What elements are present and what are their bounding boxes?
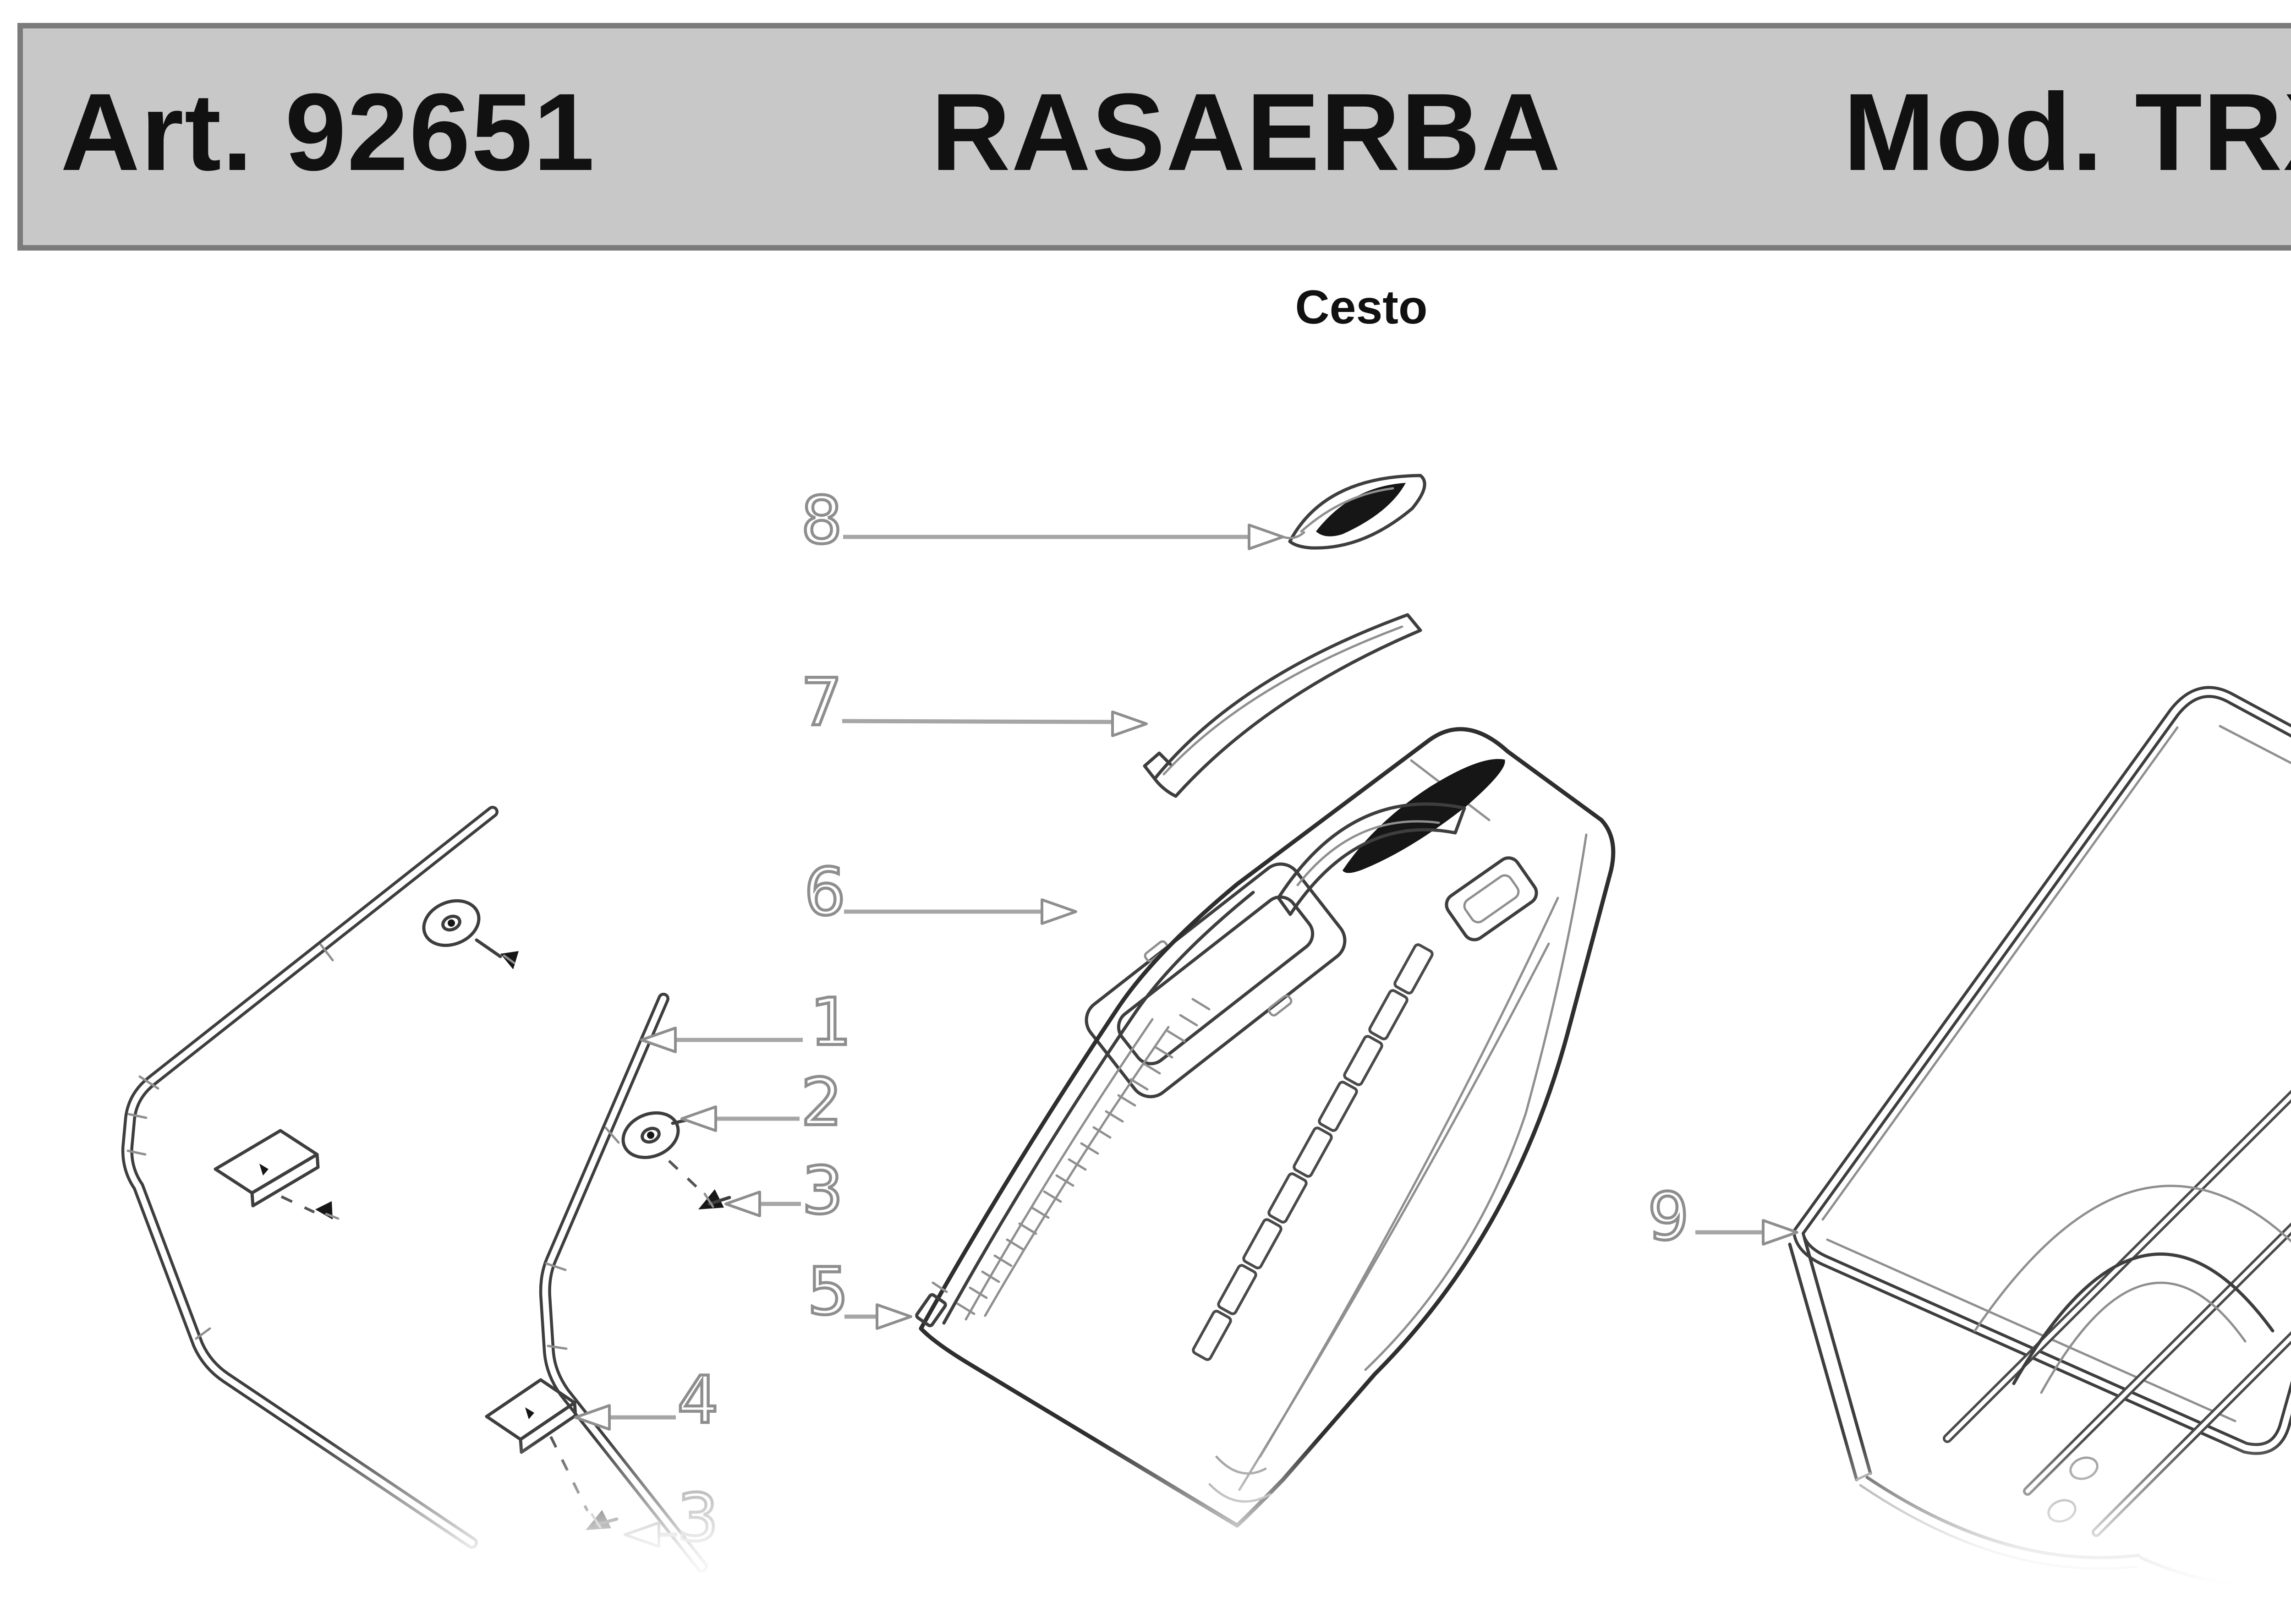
rod-joint-marks bbox=[126, 943, 620, 1350]
callout-number-1: 1 bbox=[810, 984, 851, 1060]
leader-arrowhead-icon bbox=[574, 1404, 611, 1431]
lid-shell bbox=[915, 727, 1616, 1528]
leader-line bbox=[842, 719, 1118, 724]
leader-arrowhead-icon bbox=[876, 1303, 912, 1330]
frame-assembly bbox=[121, 806, 731, 1573]
frame-rod-right bbox=[539, 993, 708, 1573]
hatch-ticks bbox=[956, 998, 1211, 1315]
callout-number-9: 9 bbox=[1648, 1179, 1689, 1255]
callout-number-3a: 3 bbox=[802, 1153, 843, 1229]
floor-channels bbox=[1943, 1089, 2291, 1537]
model-number: Mod. TRX-531B bbox=[1843, 70, 2291, 193]
vent-louvers bbox=[1192, 943, 1434, 1361]
brand-title: RASAERBA bbox=[931, 70, 1562, 193]
frame-rod-left bbox=[121, 806, 499, 1549]
leader-arrowhead-icon bbox=[680, 1105, 717, 1132]
callout-number-4: 4 bbox=[677, 1362, 718, 1438]
callout-number-8: 8 bbox=[801, 483, 842, 558]
title-bar: Art. 92651 RASAERBA Mod. TRX-531B bbox=[17, 23, 2291, 251]
lid-assembly bbox=[915, 474, 1616, 1528]
leader-arrowhead-icon bbox=[1762, 1219, 1798, 1246]
washer-screw-mid bbox=[621, 1111, 698, 1159]
leader-arrowhead-icon bbox=[640, 1027, 677, 1053]
basket-rim bbox=[1792, 686, 2291, 1455]
assembly-axis-dashed bbox=[668, 1159, 703, 1193]
leader-arrowhead-icon bbox=[724, 1191, 761, 1217]
screw-mid bbox=[698, 1189, 731, 1209]
bottom-fade bbox=[0, 1438, 2291, 1624]
washer-screw-top bbox=[422, 899, 519, 969]
latch-clip bbox=[1282, 474, 1426, 550]
leader-arrowhead-icon bbox=[1041, 898, 1077, 925]
callout-number-5: 5 bbox=[807, 1254, 849, 1329]
callout-number-6: 6 bbox=[804, 854, 845, 930]
trim-strip bbox=[1143, 613, 1422, 798]
callout-number-7: 7 bbox=[801, 665, 842, 740]
clamp-plate-left bbox=[214, 1129, 340, 1220]
leader-arrowhead-icon bbox=[1111, 711, 1148, 737]
article-number: Art. 92651 bbox=[60, 70, 596, 193]
leader-arrowhead-icon bbox=[1248, 524, 1284, 550]
page-title: Cesto bbox=[1295, 281, 1428, 334]
callout-number-2: 2 bbox=[801, 1065, 842, 1140]
